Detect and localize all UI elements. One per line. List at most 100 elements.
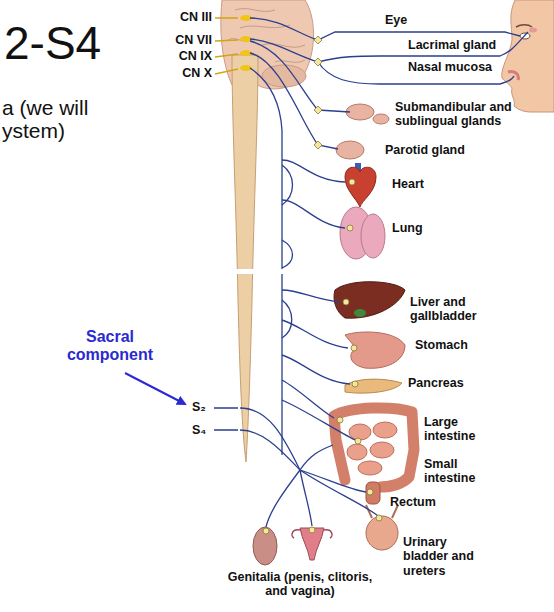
nerve-fibres-part — [250, 32, 528, 62]
nerve-fibres-part — [240, 408, 300, 470]
nerve-label: CN IX — [160, 49, 212, 63]
ganglion-dots-part — [347, 225, 353, 231]
lung — [340, 207, 385, 259]
spinal-cord-part — [232, 55, 258, 462]
organ-label: Nasal mucosa — [408, 60, 492, 74]
nerve-fibres-part — [300, 445, 333, 470]
ganglion-dots-part — [376, 515, 382, 521]
brainstem-nuclei — [215, 15, 252, 74]
pancreas-part — [345, 379, 402, 393]
organ-label: Large intestine — [424, 415, 488, 444]
intestines-part — [349, 424, 371, 440]
heart-part — [345, 167, 376, 207]
ganglion-dots-part — [314, 58, 322, 66]
organ-label: Lacrimal gland — [408, 38, 496, 52]
nerve-fibres-part — [282, 290, 340, 302]
segment-label: S₄ — [192, 423, 206, 437]
organ-label: Submandibular and sublingual glands — [395, 100, 525, 129]
nerve-fibres-part — [282, 320, 348, 348]
callout-label: Sacral component — [55, 328, 165, 365]
ganglion-dots — [263, 36, 382, 534]
organ-label: Lung — [392, 221, 423, 235]
pointer-arrow — [125, 373, 185, 404]
nerve-fibres-part — [282, 300, 292, 338]
slide-text: ystem) — [2, 119, 65, 143]
nerve-fibres-part — [266, 470, 300, 527]
nerve-fibres-part — [282, 355, 350, 384]
intestines-part — [366, 482, 380, 504]
organ-label: Genitalia (penis, clitoris, and vagina) — [222, 570, 378, 599]
face-profile-part — [502, 0, 554, 112]
intestines-part — [347, 444, 367, 460]
brainstem-nuclei-part — [215, 18, 238, 74]
organ-label: Pancreas — [408, 376, 464, 390]
ganglion-dots-part — [309, 527, 315, 533]
nerve-fibres-part — [214, 408, 238, 430]
organ-label: Urinary bladder and ureters — [403, 535, 483, 578]
segment-label: S₂ — [192, 400, 206, 414]
intestines-part — [358, 461, 382, 475]
nerve-label: CN VII — [160, 33, 212, 47]
ganglion-dots-part — [343, 299, 349, 305]
organ-label: Parotid gland — [385, 143, 465, 157]
ganglion-dots-part — [314, 106, 322, 114]
nerve-fibres-part — [282, 165, 293, 205]
stomach-part — [345, 332, 405, 368]
nerve-fibres-part — [282, 400, 355, 440]
genital-organs-part — [366, 516, 398, 550]
genital-organs-part — [253, 527, 277, 565]
organ-label: Small intestine — [424, 457, 488, 486]
salivary-glands-part — [346, 104, 374, 120]
ganglion-dots-part — [355, 438, 361, 444]
nerve-fibres-part — [300, 470, 312, 526]
genital-organs-part — [300, 528, 324, 560]
slide-title: 2-S4 — [4, 18, 101, 69]
spinal-cord — [232, 55, 258, 462]
nerve-label: CN III — [160, 10, 212, 24]
organ-label: Heart — [392, 177, 424, 191]
nerve-fibres — [214, 18, 528, 527]
organ-label: Rectum — [390, 495, 436, 509]
nerve-fibres-part — [250, 53, 338, 149]
salivary-glands-part — [373, 114, 389, 124]
liver-part — [354, 309, 366, 317]
pancreas — [345, 379, 402, 393]
organ-label: Eye — [385, 13, 407, 27]
liver — [334, 282, 405, 318]
ganglion-dots-part — [314, 36, 322, 44]
organ-label: Liver and gallbladder — [410, 295, 492, 324]
cord-break — [222, 269, 294, 274]
lung-part — [361, 214, 385, 258]
liver-part — [334, 282, 405, 318]
ganglion-dots-part — [349, 179, 355, 185]
brain-part — [228, 9, 305, 63]
heart — [345, 163, 376, 207]
nerve-label: CN X — [160, 66, 212, 80]
slide-text: a (we will — [2, 96, 88, 120]
ganglion-dots-part — [351, 345, 357, 351]
face-profile-part — [516, 25, 532, 27]
organ-label: Stomach — [415, 338, 468, 352]
nerve-fibres-part — [240, 430, 300, 470]
nerve-fibres-part — [250, 68, 282, 455]
intestines-part — [370, 442, 394, 458]
face-profile-part — [508, 71, 518, 80]
stomach — [345, 332, 405, 368]
face-profile-part — [529, 28, 537, 33]
ganglion-dots-part — [314, 141, 322, 149]
ganglion-dots-part — [367, 489, 373, 495]
salivary-glands-part — [336, 141, 364, 159]
intestines-part — [373, 422, 397, 438]
ganglion-dots-part — [352, 381, 358, 387]
ganglion-dots-part — [337, 417, 343, 423]
nerve-fibres-part — [282, 380, 334, 418]
intestines — [334, 408, 414, 504]
intestines-part — [334, 408, 414, 487]
nerve-fibres-part — [282, 200, 345, 228]
nerve-fibres-part — [282, 240, 293, 268]
nerve-fibres-part — [300, 470, 378, 516]
nerve-fibres-part — [250, 41, 350, 112]
